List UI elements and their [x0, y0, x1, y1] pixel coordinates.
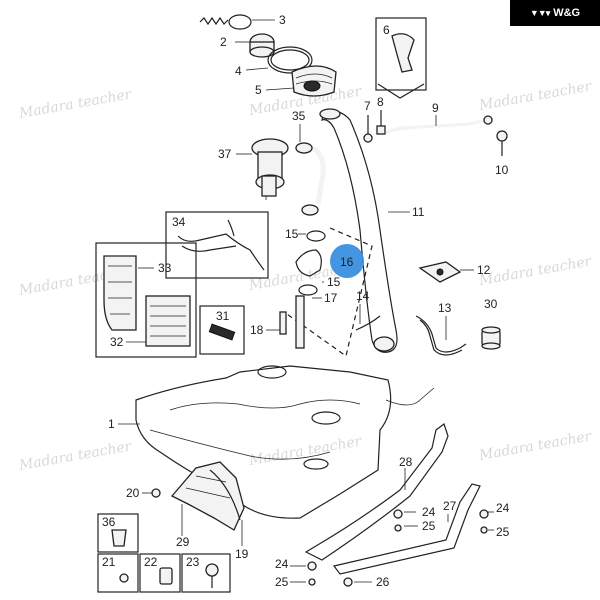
part-12-mount-flange	[418, 261, 474, 283]
part-21-box	[97, 553, 139, 593]
label-11: 11	[412, 205, 425, 219]
label-19: 19	[235, 547, 249, 561]
label-8: 8	[377, 95, 384, 109]
label-2: 2	[220, 35, 227, 49]
part-34-box	[165, 211, 269, 279]
label-37: 37	[218, 147, 232, 161]
watermark-text: Madara teacher	[17, 438, 134, 474]
label-15-lower: 15	[327, 275, 341, 289]
label-26: 26	[376, 575, 390, 589]
label-22: 22	[144, 555, 158, 569]
label-18: 18	[250, 323, 264, 337]
brand-mark-icon: ▼▼▾	[529, 7, 550, 18]
part-5-rubber-boot	[265, 65, 337, 97]
part-29-heat-shield	[170, 461, 245, 536]
part-37-pump-module	[236, 138, 289, 200]
brand-logo: ▼▼▾ W&G	[510, 0, 600, 26]
label-33: 33	[158, 261, 172, 275]
part-15-16-17-group	[283, 227, 373, 358]
part-35-fuel-hose	[294, 124, 326, 216]
part-11-filler-pipe	[319, 108, 410, 353]
label-20: 20	[126, 486, 140, 500]
label-13: 13	[438, 301, 452, 315]
label-32: 32	[110, 335, 124, 349]
label-15-upper: 15	[285, 227, 299, 241]
part-28-strap	[304, 423, 449, 561]
label-10: 10	[495, 163, 509, 177]
label-35: 35	[292, 109, 306, 123]
part-27-strap	[332, 483, 481, 575]
part-9-vent-hose	[385, 115, 493, 134]
label-7: 7	[364, 99, 371, 113]
label-28: 28	[399, 455, 413, 469]
part-14-hose	[355, 304, 381, 331]
part-33-32-box	[95, 242, 197, 358]
label-23: 23	[186, 555, 200, 569]
label-6: 6	[383, 23, 390, 37]
part-2-filler-cap	[235, 33, 275, 58]
watermark-text: Madara teacher	[477, 78, 594, 114]
part-10-bolt	[496, 130, 508, 156]
part-3-spring-clip	[199, 14, 275, 30]
fasteners-24-25	[290, 509, 494, 587]
label-5: 5	[255, 83, 262, 97]
watermark-text: Madara teacher	[247, 433, 364, 469]
part-17-pipe	[295, 295, 305, 349]
part-19-bracket	[209, 469, 243, 546]
label-24-a: 24	[422, 505, 436, 519]
label-30: 30	[484, 297, 498, 311]
label-16: 16	[340, 255, 354, 269]
part-4-seal-ring	[245, 46, 313, 74]
watermark-text: Madara teacher	[17, 86, 134, 122]
label-25-b: 25	[496, 525, 510, 539]
label-21: 21	[102, 555, 116, 569]
label-24-b: 24	[496, 501, 510, 515]
label-34: 34	[172, 215, 186, 229]
part-18-tube	[266, 311, 287, 335]
part-8-clip	[376, 110, 386, 135]
label-17: 17	[324, 291, 338, 305]
watermark-text: Madara teacher	[477, 428, 594, 464]
label-12: 12	[477, 263, 491, 277]
label-31: 31	[216, 309, 230, 323]
part-23-box	[181, 553, 231, 593]
label-9: 9	[432, 101, 439, 115]
label-1: 1	[108, 417, 115, 431]
label-27: 27	[443, 499, 457, 513]
label-3: 3	[279, 13, 286, 27]
part-13-strap-bracket	[415, 315, 467, 356]
label-24-c: 24	[275, 557, 289, 571]
label-29: 29	[176, 535, 190, 549]
part-6-box	[375, 17, 427, 99]
part-1-fuel-tank	[118, 365, 435, 519]
label-4: 4	[235, 64, 242, 78]
label-25-c: 25	[275, 575, 289, 589]
part-20-bolt	[142, 488, 161, 498]
part-30-plug	[481, 326, 501, 350]
watermark-text: Madara teacher	[477, 253, 594, 289]
label-14: 14	[356, 289, 370, 303]
part-7-bolt	[363, 115, 373, 143]
part-22-box	[139, 553, 181, 593]
label-25-a: 25	[422, 519, 436, 533]
part-31-box	[199, 305, 245, 355]
part-36-box	[97, 513, 139, 553]
part-labels: 3 2 4 5 6 7 8 9 10 11 12 13 14 15 15 16 …	[102, 13, 510, 589]
label-36: 36	[102, 515, 116, 529]
highlight-16	[330, 244, 364, 278]
brand-text: W&G	[553, 7, 581, 19]
